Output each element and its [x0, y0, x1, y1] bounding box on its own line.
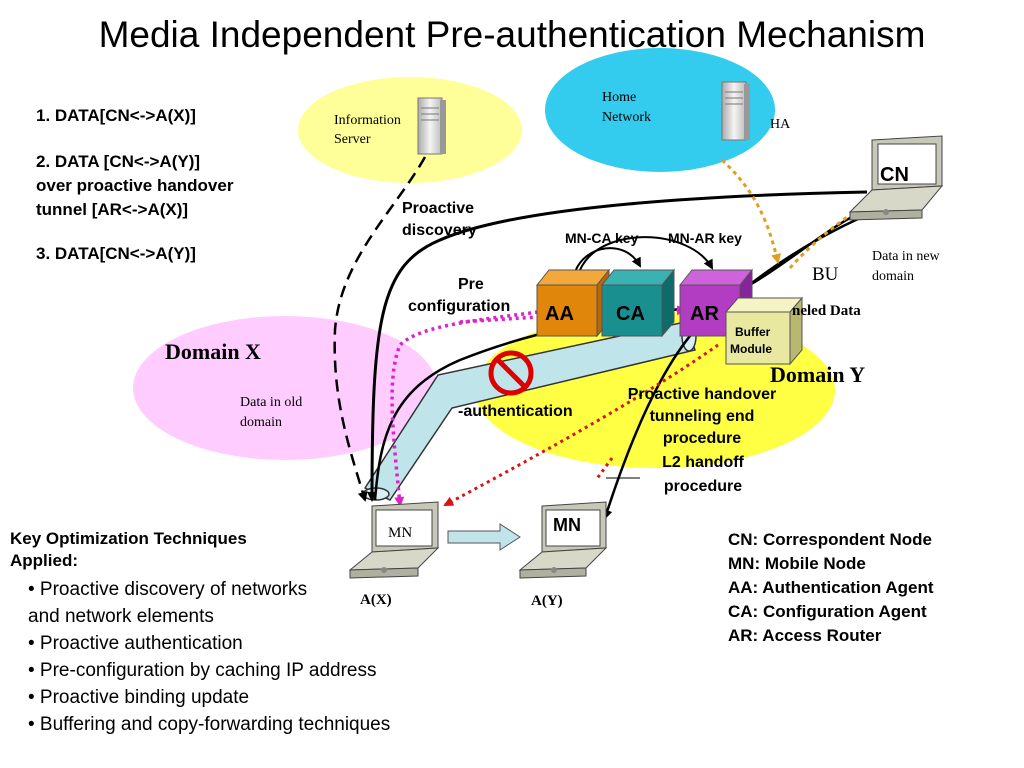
- glossary-item: MN: Mobile Node: [728, 554, 866, 573]
- tunneled-data-label: neled Data: [792, 303, 861, 319]
- path-key-ca: [574, 247, 641, 273]
- mn-ar-key-label: MN-AR key: [668, 230, 742, 246]
- information-server-icon: [417, 97, 446, 155]
- path-info-server: [333, 156, 427, 502]
- technique-item: • Proactive authentication: [28, 633, 243, 654]
- technique-item: • Pre-configuration by caching IP addres…: [28, 660, 377, 681]
- buffer-module-label: Buffer: [735, 325, 771, 339]
- pre-configuration-label: Pre: [458, 276, 484, 293]
- glossary-item: AR: Access Router: [728, 626, 882, 645]
- ha-label: HA: [770, 117, 791, 132]
- data-old-domain-label-2: domain: [240, 415, 282, 430]
- mn-y-laptop-icon: [518, 501, 608, 579]
- mn-y-label: MN: [553, 515, 581, 535]
- page-title: Media Independent Pre-authentication Mec…: [98, 14, 926, 55]
- cn-laptop-icon: [848, 135, 944, 221]
- home-network-label: Home: [602, 90, 636, 105]
- pre-authentication-label: -authentication: [458, 403, 573, 420]
- glossary-item: AA: Authentication Agent: [728, 578, 934, 597]
- info-server-cloud: [298, 77, 522, 183]
- bu-label: BU: [812, 264, 839, 285]
- buffer-module-box: [724, 296, 804, 366]
- glossary-item: CN: Correspondent Node: [728, 530, 932, 549]
- a-x-label: A(X): [360, 592, 392, 608]
- home-network-cloud: [545, 48, 775, 172]
- technique-item: • Proactive discovery of networks: [28, 579, 308, 600]
- aa-label: AA: [545, 303, 574, 325]
- mn-x-label: MN: [388, 525, 412, 541]
- domain-x-region: [133, 316, 437, 460]
- glossary-item: CA: Configuration Agent: [728, 602, 927, 621]
- proactive-discovery-label: Proactive: [402, 200, 474, 217]
- data-step-2-line-2: over proactive handover: [36, 176, 234, 195]
- path-handover-red: [443, 343, 719, 507]
- ar-label: AR: [690, 303, 719, 325]
- key-techniques: Key Optimization Techniques Applied: • P…: [10, 528, 390, 738]
- buffer-module-label-2: Module: [730, 342, 772, 356]
- data-step-2-line-3: tunnel [AR<->A(X)]: [36, 200, 189, 219]
- path-cn-to-ax: [367, 190, 868, 502]
- data-step-1: 1. DATA[CN<->A(X)]: [36, 106, 196, 125]
- technique-item: • Buffering and copy-forwarding techniqu…: [28, 714, 391, 735]
- path-key-ar: [579, 236, 713, 271]
- technique-item: • Proactive binding update: [28, 687, 250, 708]
- l2-handoff-label-2: procedure: [664, 478, 742, 495]
- handover-end-label: Proactive handover: [628, 386, 777, 403]
- data-new-domain-label: Data in new: [872, 249, 941, 264]
- techniques-list: • Proactive discovery of networks and ne…: [10, 576, 390, 738]
- handover-end-label-2: tunneling end: [650, 408, 755, 425]
- data-new-domain-label-2: domain: [872, 269, 914, 284]
- proactive-discovery-label-2: discovery: [402, 222, 477, 239]
- data-step-2: 2. DATA [CN<->A(Y)]: [36, 152, 201, 171]
- movement-arrow: [447, 523, 521, 551]
- technique-item: and network elements: [28, 606, 214, 627]
- pre-configuration-label-2: configuration: [408, 298, 510, 315]
- techniques-heading-2: Applied:: [10, 551, 78, 570]
- ca-label: CA: [616, 303, 645, 325]
- mn-ca-key-label: MN-CA key: [565, 230, 639, 246]
- path-preauth: [459, 305, 687, 324]
- mn-x-laptop-icon: [348, 501, 440, 579]
- data-old-domain-label: Data in old: [240, 395, 302, 410]
- path-ha-bu: [720, 158, 781, 264]
- info-server-label: Information: [334, 113, 401, 128]
- ha-server-icon: [721, 81, 750, 141]
- home-network-label-2: Network: [602, 110, 651, 125]
- l2-handoff-label: L2 handoff: [662, 454, 744, 471]
- path-l2-handoff: [594, 457, 614, 481]
- techniques-heading: Key Optimization Techniques: [10, 529, 247, 548]
- a-y-label: A(Y): [531, 593, 563, 609]
- data-step-3: 3. DATA[CN<->A(Y)]: [36, 244, 196, 263]
- info-server-label-2: Server: [334, 132, 371, 147]
- path-bu-cn: [788, 206, 864, 269]
- cn-label: CN: [880, 164, 909, 186]
- glossary: CN: Correspondent Node MN: Mobile Node A…: [728, 528, 934, 648]
- handover-end-label-3: procedure: [663, 430, 741, 447]
- domain-y-label: Domain Y: [770, 362, 865, 387]
- ca-box: [600, 268, 676, 338]
- blocked-sign-icon: [488, 350, 534, 396]
- domain-x-label: Domain X: [165, 339, 261, 364]
